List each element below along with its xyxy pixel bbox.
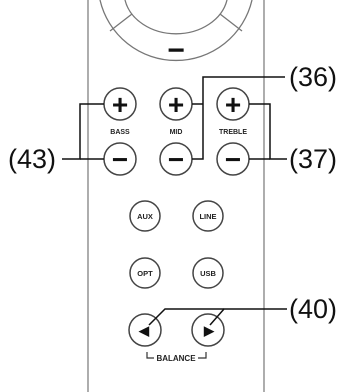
callout-line-36	[192, 76, 285, 160]
opt-button[interactable]: OPT	[129, 257, 161, 289]
aux-circle	[129, 200, 161, 232]
line-button[interactable]: LINE	[192, 200, 224, 232]
nav-down-button[interactable]: −	[167, 34, 185, 67]
usb-label: USB	[200, 269, 216, 278]
nav-ring-divider-left	[109, 13, 133, 32]
callout-40: (40)	[289, 294, 337, 324]
opt-label: OPT	[137, 269, 153, 278]
aux-button[interactable]: AUX	[129, 200, 161, 232]
plus-icon: +	[112, 89, 128, 120]
balance-label: BALANCE	[156, 354, 196, 363]
bass-minus-button[interactable]: −	[103, 142, 137, 176]
line-circle	[192, 200, 224, 232]
plus-icon: +	[225, 89, 241, 120]
usb-button[interactable]: USB	[192, 257, 224, 289]
balance-right-button[interactable]: ▶	[191, 313, 225, 347]
remote-body-outline	[87, 0, 265, 392]
minus-icon: −	[167, 34, 185, 67]
bass-plus-button[interactable]: +	[103, 87, 137, 121]
callout-line-40-left	[148, 308, 224, 326]
minus-icon: −	[112, 144, 128, 175]
aux-label: AUX	[137, 212, 153, 221]
mid-label: MID	[170, 129, 183, 136]
callout-lines	[62, 76, 287, 326]
triangle-left-icon: ◀	[138, 323, 150, 338]
usb-circle	[192, 257, 224, 289]
mid-minus-button[interactable]: −	[159, 142, 193, 176]
callout-37: (37)	[289, 144, 337, 174]
callout-line-37	[249, 103, 287, 160]
minus-icon: −	[225, 144, 241, 175]
nav-ring-divider-right	[219, 13, 243, 32]
treble-plus-button[interactable]: +	[216, 87, 250, 121]
triangle-right-icon: ▶	[203, 323, 215, 338]
nav-ring-inner	[124, 0, 228, 35]
opt-circle	[129, 257, 161, 289]
balance-right-circle	[191, 313, 225, 347]
treble-minus-button[interactable]: −	[216, 142, 250, 176]
callout-43: (43)	[8, 144, 56, 174]
navigation-ring	[99, 0, 253, 62]
bass-label: BASS	[110, 129, 130, 136]
callout-line-43	[62, 103, 104, 160]
line-label: LINE	[199, 212, 216, 221]
callout-36: (36)	[289, 62, 337, 92]
mid-plus-button[interactable]: +	[159, 87, 193, 121]
plus-icon: +	[168, 89, 184, 120]
treble-label: TREBLE	[219, 129, 247, 136]
balance-bracket	[146, 352, 207, 359]
nav-ring-outer	[99, 0, 253, 62]
minus-icon: −	[168, 144, 184, 175]
